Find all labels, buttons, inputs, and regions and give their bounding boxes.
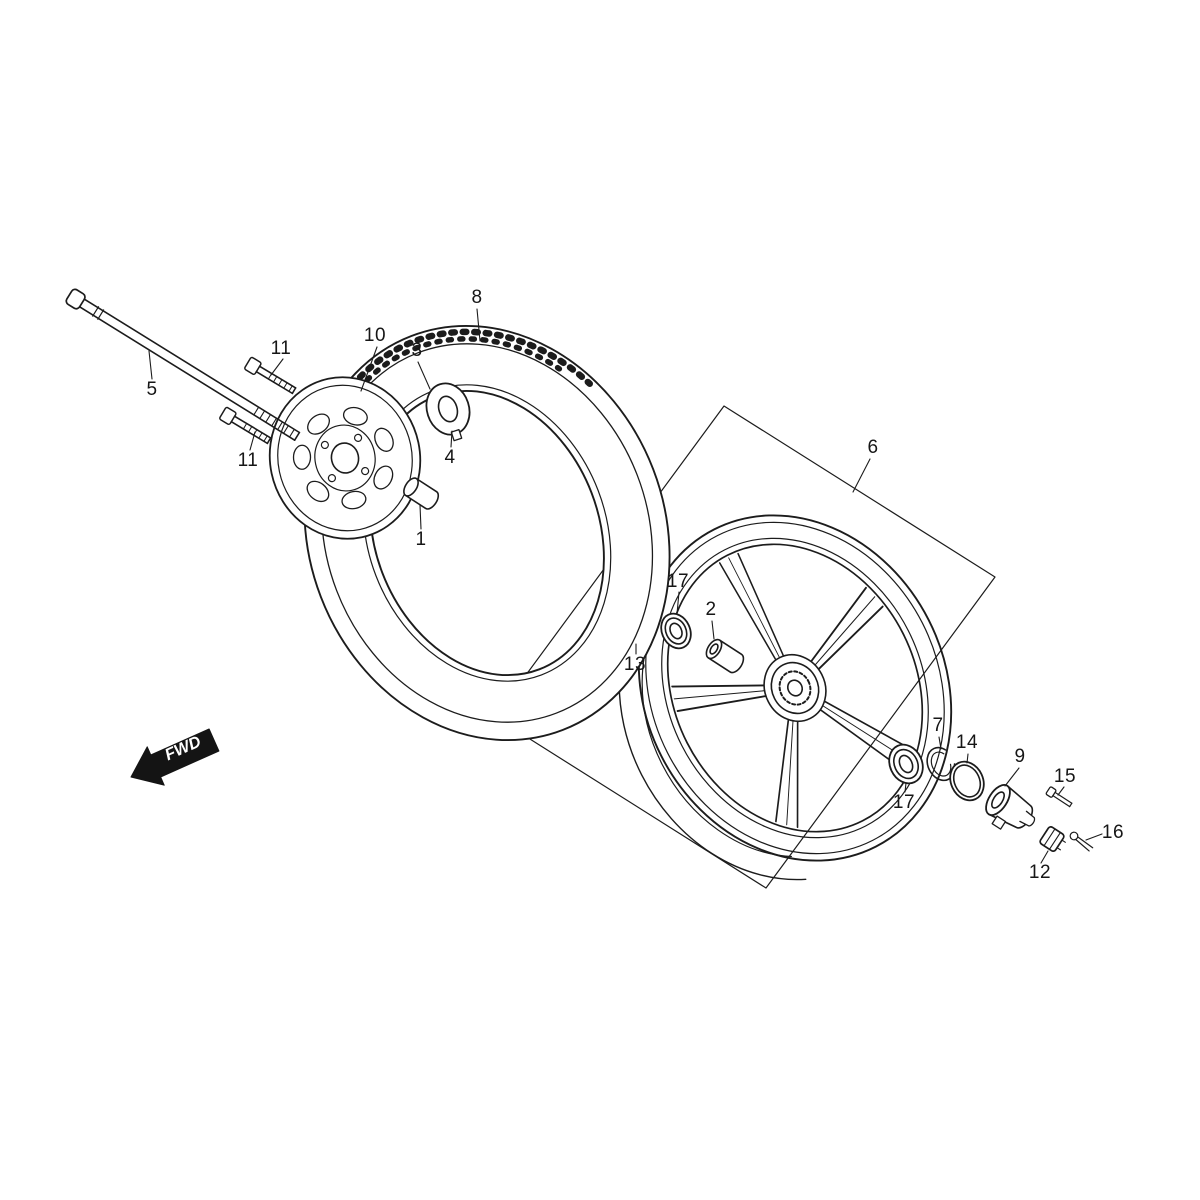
washer-bolt-drawing (1045, 786, 1073, 808)
part-label-14: 14 (955, 732, 979, 753)
speedometer-gearbox-drawing (985, 784, 1036, 830)
axle-nut-drawing (1039, 826, 1066, 852)
part-label-1: 1 (415, 529, 427, 550)
bearing-right-drawing (888, 743, 924, 785)
retainer-ring-drawing (949, 760, 985, 802)
part-label-3: 3 (411, 340, 423, 361)
part-label-15: 15 (1053, 766, 1077, 787)
part-label-2: 2 (705, 599, 717, 620)
wheel-hub-drawing (763, 653, 827, 723)
wheel-spokes-drawing (671, 552, 915, 829)
part-label-8: 8 (471, 287, 483, 308)
part-label-4: 4 (444, 447, 456, 468)
part-label-17-right: 17 (892, 792, 916, 813)
axle-drawing (65, 288, 301, 441)
cotter-pin-drawing (1069, 831, 1094, 852)
part-label-7: 7 (932, 715, 944, 736)
part-label-13: 13 (623, 654, 647, 675)
bearing-left-drawing (660, 612, 692, 650)
part-label-5: 5 (146, 379, 158, 400)
part-label-17-left: 17 (666, 571, 690, 592)
part-label-11-lower: 11 (237, 450, 259, 471)
part-label-6: 6 (867, 437, 879, 458)
spacer-drawing (705, 638, 745, 674)
brake-disc-drawing (268, 376, 422, 540)
fwd-arrow-icon: FWD (130, 728, 220, 786)
wheel-drawing (618, 514, 953, 881)
part-label-9: 9 (1014, 746, 1026, 767)
leader-lines (148, 308, 1103, 864)
part-label-16: 16 (1101, 822, 1125, 843)
part-label-10: 10 (363, 325, 387, 346)
assembly-boundary-outline (494, 405, 996, 889)
part-label-12: 12 (1028, 862, 1052, 883)
part-label-11-upper: 11 (270, 338, 292, 359)
bolt-upper-drawing (244, 356, 297, 395)
tube-fitting-drawing (425, 382, 471, 442)
bolt-lower-drawing (219, 406, 272, 445)
collar-drawing (403, 477, 440, 510)
